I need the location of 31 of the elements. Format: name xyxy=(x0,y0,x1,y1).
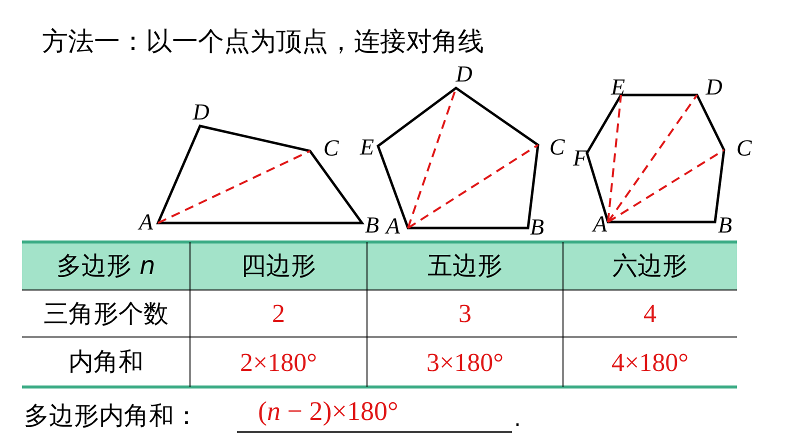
vertex-label: B xyxy=(718,214,732,236)
row-header-text: 四边形 xyxy=(241,250,316,282)
row-header-text: 多边形 n xyxy=(56,250,156,282)
formula-prompt: 多边形内角和： xyxy=(24,400,199,432)
table-value: 2 xyxy=(272,298,285,330)
row-header-text: 五边形 xyxy=(428,250,502,282)
vertex-label: A xyxy=(386,214,400,238)
vertex-label: A xyxy=(592,212,608,236)
row-header-text: 三角形个数 xyxy=(44,298,168,330)
vertex-label: D xyxy=(192,100,210,124)
table-value: 4×180° xyxy=(611,346,689,378)
answer-formula: (n − 2)×180° xyxy=(258,395,398,427)
table-value: 3 xyxy=(458,298,472,330)
vertex-label: E xyxy=(610,76,626,98)
vertex-label: D xyxy=(456,62,472,86)
row-header-text: 内角和 xyxy=(68,346,144,378)
vertex-label: C xyxy=(549,136,565,158)
table-value: 2×180° xyxy=(240,346,318,378)
vertex-label: C xyxy=(323,136,339,160)
title: 方法一：以一个点为顶点，连接对角线 xyxy=(42,26,484,59)
vertex-label: D xyxy=(706,76,722,98)
vertex-label: E xyxy=(360,136,374,158)
table-value: 4 xyxy=(644,298,656,330)
row-header-text: 六边形 xyxy=(612,250,688,282)
period: . xyxy=(514,408,521,432)
table-value: 3×180° xyxy=(426,346,504,378)
vertex-label: A xyxy=(138,210,154,234)
vertex-label: C xyxy=(736,136,752,160)
vertex-label: B xyxy=(530,216,544,238)
vertex-label: B xyxy=(364,214,380,236)
vertex-label: F xyxy=(572,146,588,170)
